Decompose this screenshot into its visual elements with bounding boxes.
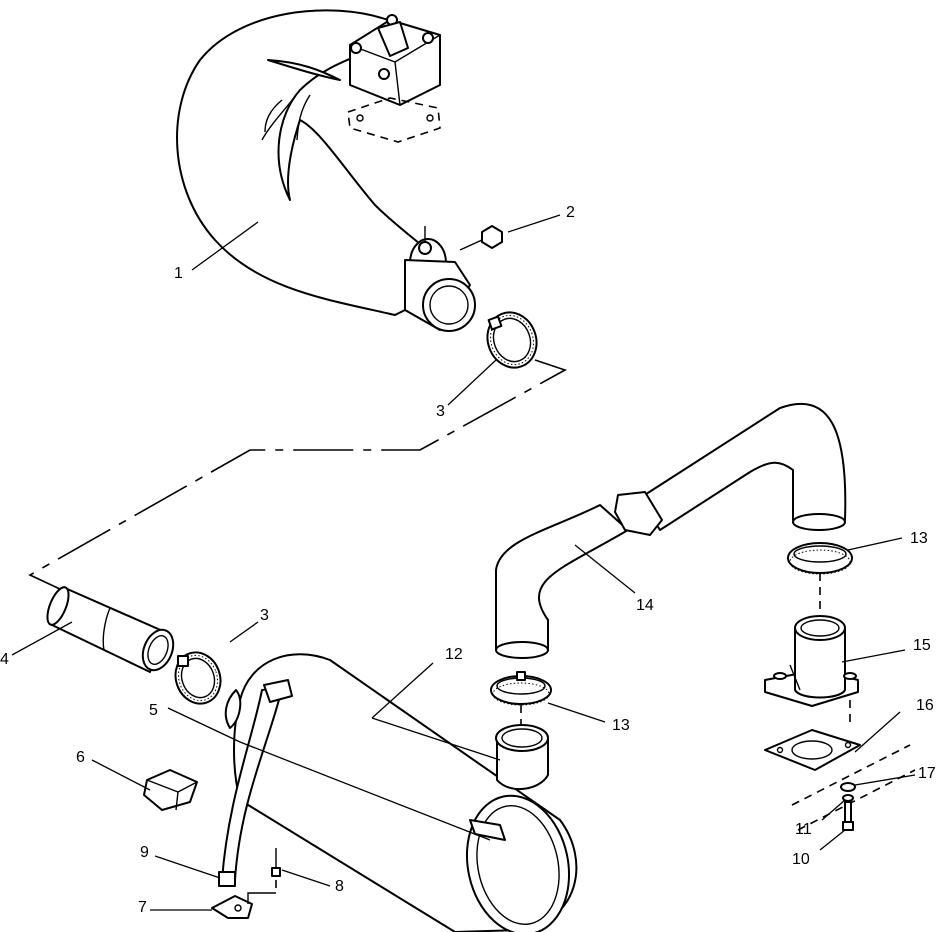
bolt <box>842 801 854 831</box>
callout-2: 2 <box>566 204 575 221</box>
callout-10: 10 <box>792 851 810 868</box>
callout-16: 16 <box>916 697 934 714</box>
washer <box>840 782 856 792</box>
muffler <box>224 653 578 932</box>
mount-bracket <box>211 895 253 919</box>
exhaust-flange <box>347 14 441 143</box>
callout-4: 4 <box>0 651 9 668</box>
tailpipe <box>495 402 847 659</box>
callout-1: 1 <box>174 265 183 282</box>
fitting <box>459 225 503 251</box>
callout-14: 14 <box>636 597 654 614</box>
callout-9: 9 <box>140 844 149 861</box>
callout-7: 7 <box>138 899 147 916</box>
callout-17: 17 <box>918 765 936 782</box>
callout-3-lower: 3 <box>260 607 269 624</box>
outlet-gasket <box>764 729 861 771</box>
leader-lines <box>11 214 916 911</box>
alignment-line <box>797 769 916 831</box>
callout-12: 12 <box>445 646 463 663</box>
clamp-tailpipe-right <box>787 542 853 575</box>
callout-15: 15 <box>913 637 931 654</box>
clamp-upper <box>486 311 538 369</box>
callout-13-left: 13 <box>612 717 630 734</box>
clamp-lower <box>174 651 222 705</box>
exhaust-manifold-pipe <box>176 9 476 332</box>
alignment-line <box>28 359 567 591</box>
rubber-pad <box>143 769 198 811</box>
callout-8: 8 <box>335 878 344 895</box>
callout-11: 11 <box>795 821 812 838</box>
callout-5: 5 <box>149 702 158 719</box>
callout-13-right: 13 <box>910 530 928 547</box>
outlet-housing <box>764 615 859 707</box>
muffler-strap <box>218 679 293 887</box>
connector-pipe <box>46 586 175 673</box>
screw <box>247 848 281 904</box>
callout-6: 6 <box>76 749 85 766</box>
clamp-tailpipe-left <box>490 671 552 706</box>
callout-3-upper: 3 <box>436 403 445 420</box>
